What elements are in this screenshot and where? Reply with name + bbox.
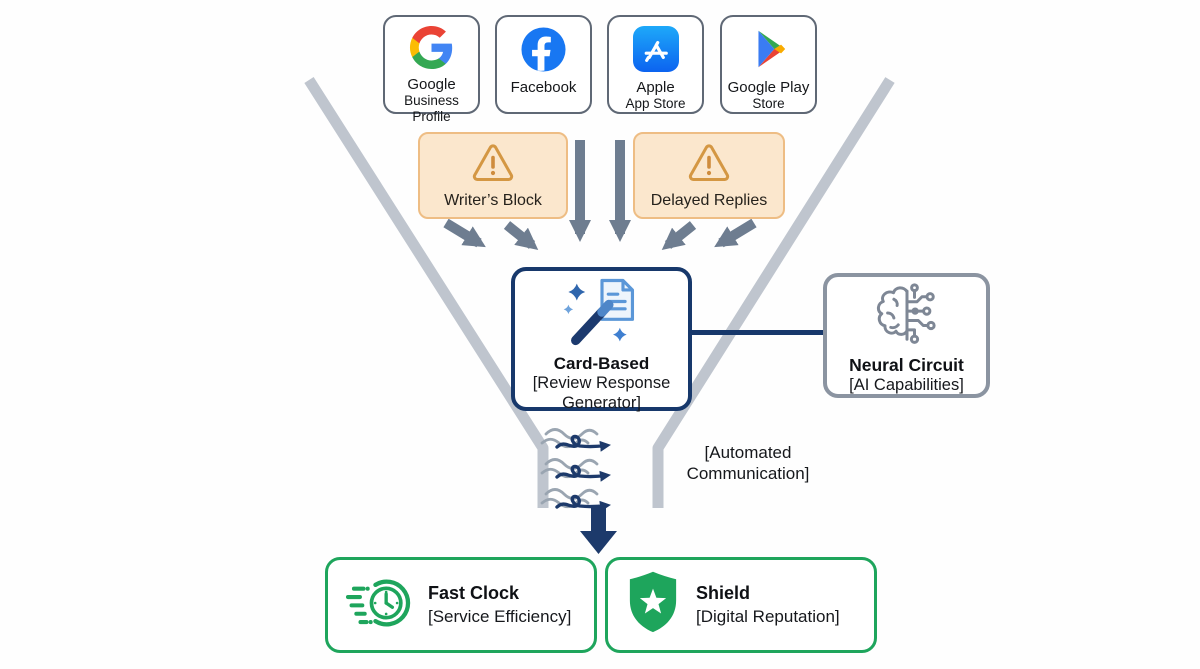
ai-subtitle: [AI Capabilities] <box>849 376 964 394</box>
platform-label: Google Play <box>727 79 810 96</box>
shield-star-icon <box>623 569 683 642</box>
facebook-logo-icon <box>520 24 567 74</box>
funnel-lines <box>304 77 895 508</box>
ai-connector-line <box>688 330 826 335</box>
platform-label: Google <box>407 76 456 93</box>
outcome-title: Fast Clock <box>428 583 520 604</box>
outcome-subtitle: [Service Efficiency] <box>428 606 572 626</box>
wind-arrows-icon <box>540 428 611 512</box>
outcome-subtitle: [Digital Reputation] <box>696 606 840 626</box>
warning-triangle-icon <box>686 142 732 189</box>
pain-point-writers-block: Writer’s Block <box>418 132 568 219</box>
outcome-digital-reputation-card: Shield [Digital Reputation] <box>605 557 877 653</box>
pain-point-label: Writer’s Block <box>444 191 542 209</box>
ai-title: Neural Circuit <box>849 355 964 375</box>
warning-triangle-icon <box>470 142 516 189</box>
fast-clock-icon <box>343 572 415 639</box>
flow-label: [Automated Communication] <box>672 443 824 485</box>
platform-label: Apple <box>636 79 675 96</box>
generator-subtitle-2: Generator] <box>562 393 641 412</box>
magic-wand-document-icon <box>560 275 644 354</box>
google-play-logo-icon <box>746 24 792 74</box>
google-logo-icon <box>408 24 455 71</box>
flow-label-line1: [Automated <box>704 443 792 462</box>
platform-card-facebook: Facebook <box>495 15 592 114</box>
down-arrow <box>580 505 617 554</box>
platform-label: Facebook <box>510 79 577 96</box>
pain-point-label: Delayed Replies <box>650 191 768 209</box>
generator-subtitle-1: [Review Response <box>532 374 671 393</box>
platform-card-google-business-profile: Google Business Profile <box>383 15 480 124</box>
converging-arrows <box>443 140 757 250</box>
brain-circuit-icon <box>867 283 947 353</box>
pain-point-delayed-replies: Delayed Replies <box>633 132 785 219</box>
platform-label-2: App Store <box>625 96 686 112</box>
platform-card-apple-app-store: Apple App Store <box>607 15 704 114</box>
review-response-generator-card: Card-Based [Review Response Generator] <box>511 267 692 412</box>
platform-card-google-play-store: Google Play Store <box>720 15 817 114</box>
outcome-service-efficiency-card: Fast Clock [Service Efficiency] <box>325 557 597 653</box>
platform-label-2: Store <box>752 96 785 112</box>
platform-label-2: Business Profile <box>404 93 459 124</box>
ai-capabilities-card: Neural Circuit [AI Capabilities] <box>823 273 990 398</box>
generator-title: Card-Based <box>553 354 650 373</box>
outcome-title: Shield <box>696 583 751 604</box>
app-store-logo-icon <box>632 24 679 74</box>
flow-label-line2: Communication] <box>686 463 810 483</box>
